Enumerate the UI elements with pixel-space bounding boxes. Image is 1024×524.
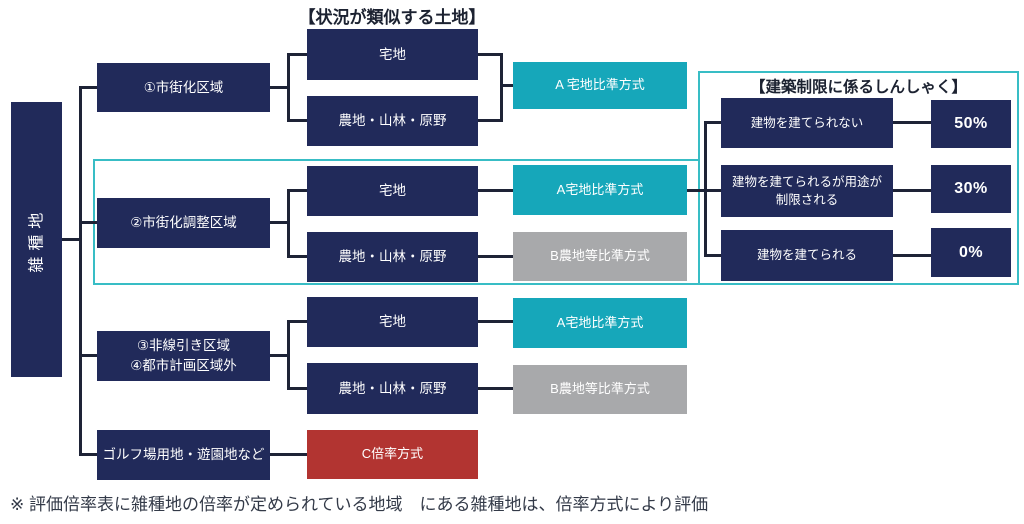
connector-line	[287, 53, 290, 122]
connector-line	[62, 238, 80, 241]
connector-line	[290, 387, 307, 390]
connector-line	[704, 254, 721, 257]
node-outside-city-planning-line2: ④都市計画区域外	[130, 358, 237, 373]
evaluation-note: ※ 評価倍率表に雑種地の倍率が定められている地域 にある雑種地は、倍率方式により…	[10, 495, 709, 514]
connector-line	[893, 121, 931, 124]
connector-line	[893, 254, 931, 257]
method-a-row2: A宅地比準方式	[513, 165, 687, 215]
connector-line	[270, 86, 289, 89]
connector-line	[270, 453, 307, 456]
connector-line	[478, 53, 503, 56]
node-non-delineated-line1: ③非線引き区域	[136, 338, 231, 354]
node-residential-land-row1: 宅地	[307, 29, 478, 80]
restriction-option-2-line2: 制限される	[775, 193, 839, 207]
node-farmland-row3: 農地・山林・原野	[307, 363, 478, 414]
method-b-row3: B農地等比準方式	[513, 365, 687, 414]
deduction-rate-2: 30%	[931, 165, 1011, 213]
connector-line	[82, 221, 97, 224]
method-c-multiplier: C倍率方式	[307, 430, 478, 479]
connector-line	[82, 354, 97, 357]
connector-line	[500, 84, 513, 87]
connector-line	[79, 86, 82, 456]
connector-line	[290, 320, 307, 323]
connector-line	[500, 53, 503, 122]
connector-line	[290, 53, 307, 56]
connector-line	[270, 354, 289, 357]
connector-line	[270, 221, 289, 224]
deduction-rate-1: 50%	[931, 100, 1011, 148]
restriction-option-1: 建物を建てられない	[721, 98, 893, 148]
connector-line	[687, 189, 707, 192]
node-urbanization-area: ①市街化区域	[97, 63, 270, 112]
similar-land-title: 【状況が類似する土地】	[298, 8, 486, 27]
node-miscellaneous-land-label: 雑種地	[27, 206, 45, 273]
connector-line	[478, 320, 513, 323]
connector-line	[290, 189, 307, 192]
method-b-row2: B農地等比準方式	[513, 232, 687, 281]
connector-line	[287, 189, 290, 258]
node-miscellaneous-land: 雑種地	[11, 102, 62, 377]
connector-line	[82, 86, 97, 89]
node-residential-land-row3: 宅地	[307, 297, 478, 347]
connector-line	[893, 189, 931, 192]
connector-line	[82, 453, 97, 456]
restriction-title: 【建築制限に係るしんしゃく】	[749, 79, 967, 96]
connector-line	[478, 387, 513, 390]
node-urbanization-control-area: ②市街化調整区域	[97, 198, 270, 248]
restriction-option-2-line1: 建物を建てられるが用途が	[731, 174, 882, 189]
connector-line	[287, 320, 290, 390]
connector-line	[704, 121, 721, 124]
restriction-option-2: 建物を建てられるが用途が 制限される	[721, 165, 893, 217]
node-farmland-row2: 農地・山林・原野	[307, 232, 478, 282]
connector-line	[290, 255, 307, 258]
node-non-delineated-area: ③非線引き区域 ④都市計画区域外	[97, 331, 270, 381]
node-farmland-row1: 農地・山林・原野	[307, 96, 478, 146]
connector-line	[478, 119, 503, 122]
restriction-frame	[698, 71, 1019, 285]
restriction-option-3: 建物を建てられる	[721, 230, 893, 281]
connector-line	[704, 189, 721, 192]
connector-line	[290, 119, 307, 122]
method-a-row1: A 宅地比準方式	[513, 62, 687, 109]
deduction-rate-3: 0%	[931, 228, 1011, 277]
connector-line	[478, 189, 513, 192]
connector-line	[478, 255, 513, 258]
node-golf-amusement-land: ゴルフ場用地・遊園地など	[97, 430, 270, 480]
node-residential-land-row2: 宅地	[307, 166, 478, 216]
method-a-row3: A宅地比準方式	[513, 298, 687, 348]
